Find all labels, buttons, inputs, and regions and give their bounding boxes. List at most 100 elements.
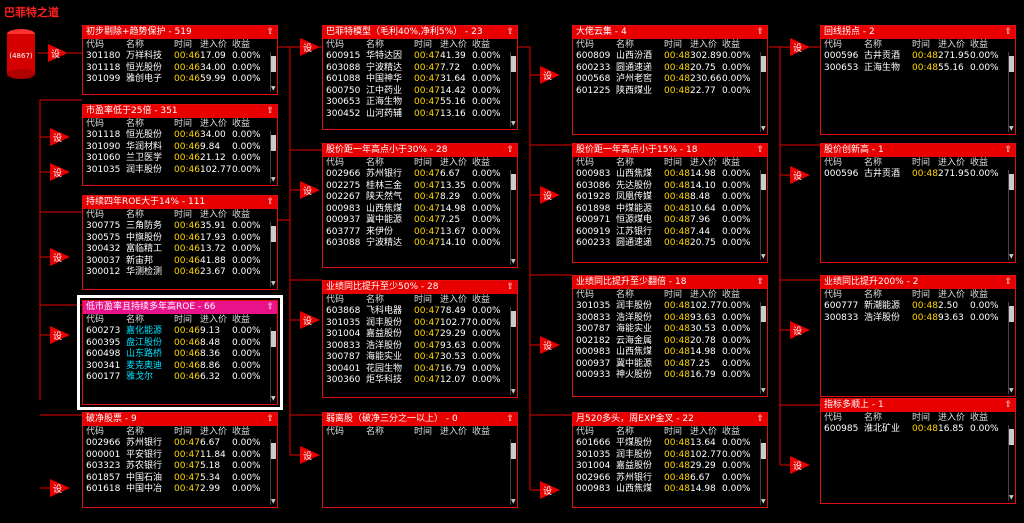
- filter-trigger[interactable]: 设: [48, 44, 68, 62]
- scroll-thumb[interactable]: [761, 306, 766, 322]
- database-icon[interactable]: (4867): [6, 28, 36, 80]
- column-header[interactable]: 代码: [576, 40, 595, 50]
- column-header[interactable]: 进入价: [690, 158, 718, 168]
- scroll-thumb[interactable]: [511, 443, 516, 459]
- scroll-down-icon[interactable]: ▼: [511, 120, 516, 127]
- column-header[interactable]: 时间: [912, 40, 931, 50]
- column-header[interactable]: 时间: [414, 40, 433, 50]
- scrollbar[interactable]: ▼: [760, 52, 766, 132]
- column-header[interactable]: 名称: [126, 40, 145, 50]
- collapse-icon[interactable]: ⇧: [756, 414, 764, 424]
- column-header[interactable]: 进入价: [690, 427, 718, 437]
- column-header[interactable]: 名称: [616, 40, 635, 50]
- scroll-down-icon[interactable]: ▼: [761, 387, 766, 394]
- scrollbar[interactable]: ▼: [1008, 170, 1014, 260]
- column-header[interactable]: 收益: [232, 210, 251, 220]
- scroll-down-icon[interactable]: ▼: [271, 395, 276, 402]
- panel-title-bar[interactable]: 破净股票 - 9⇧: [83, 413, 277, 426]
- scrollbar[interactable]: ▼: [510, 307, 516, 395]
- scroll-down-icon[interactable]: ▼: [511, 258, 516, 265]
- scrollbar[interactable]: ▼: [270, 52, 276, 92]
- scroll-down-icon[interactable]: ▼: [271, 280, 276, 287]
- column-header[interactable]: 名称: [864, 158, 883, 168]
- scrollbar[interactable]: ▼: [510, 170, 516, 265]
- column-header[interactable]: 名称: [126, 119, 145, 129]
- scroll-thumb[interactable]: [1009, 56, 1014, 72]
- column-header[interactable]: 时间: [174, 40, 193, 50]
- column-header[interactable]: 进入价: [200, 210, 228, 220]
- column-header[interactable]: 时间: [912, 290, 931, 300]
- filter-trigger[interactable]: 设: [300, 311, 320, 329]
- filter-trigger[interactable]: 设: [790, 38, 810, 56]
- scrollbar[interactable]: ▼: [760, 302, 766, 394]
- scroll-thumb[interactable]: [761, 56, 766, 72]
- scrollbar[interactable]: ▼: [510, 52, 516, 127]
- filter-trigger[interactable]: 设: [790, 456, 810, 474]
- column-header[interactable]: 收益: [722, 427, 741, 437]
- filter-trigger[interactable]: 设: [540, 186, 560, 204]
- column-header[interactable]: 代码: [326, 40, 345, 50]
- panel-title-bar[interactable]: 股价距一年高点小于15% - 18⇧: [573, 144, 767, 157]
- filter-trigger[interactable]: 设: [300, 38, 320, 56]
- panel-title-bar[interactable]: 持续四年ROE大于14% - 111⇧: [83, 196, 277, 209]
- column-header[interactable]: 收益: [970, 158, 989, 168]
- scroll-thumb[interactable]: [511, 311, 516, 327]
- scrollbar[interactable]: ▼: [760, 170, 766, 260]
- collapse-icon[interactable]: ⇧: [266, 197, 274, 207]
- scrollbar[interactable]: ▼: [760, 439, 766, 505]
- column-header[interactable]: 时间: [664, 290, 683, 300]
- scroll-down-icon[interactable]: ▼: [511, 388, 516, 395]
- column-header[interactable]: 时间: [664, 40, 683, 50]
- column-header[interactable]: 名称: [126, 315, 145, 325]
- column-header[interactable]: 进入价: [690, 290, 718, 300]
- panel-title-bar[interactable]: 低市盈率且持续多年高ROE - 66⇧: [83, 301, 277, 314]
- column-header[interactable]: 代码: [326, 295, 345, 305]
- filter-trigger[interactable]: 设: [300, 446, 320, 464]
- filter-trigger[interactable]: 设: [50, 128, 70, 146]
- column-header[interactable]: 收益: [722, 290, 741, 300]
- scroll-down-icon[interactable]: ▼: [761, 253, 766, 260]
- filter-trigger[interactable]: 设: [300, 181, 320, 199]
- collapse-icon[interactable]: ⇧: [506, 282, 514, 292]
- scroll-down-icon[interactable]: ▼: [1009, 494, 1014, 501]
- column-header[interactable]: 时间: [414, 295, 433, 305]
- column-header[interactable]: 时间: [174, 119, 193, 129]
- filter-trigger[interactable]: 设: [50, 326, 70, 344]
- scroll-thumb[interactable]: [271, 56, 276, 72]
- column-header[interactable]: 名称: [366, 40, 385, 50]
- column-header[interactable]: 进入价: [440, 158, 468, 168]
- panel-title-bar[interactable]: 巴菲特模型（毛利40%,净利5%） - 23⇧: [323, 26, 517, 39]
- column-header[interactable]: 时间: [414, 427, 433, 437]
- column-header[interactable]: 进入价: [440, 427, 468, 437]
- scroll-thumb[interactable]: [1009, 429, 1014, 445]
- column-header[interactable]: 时间: [174, 427, 193, 437]
- column-header[interactable]: 代码: [86, 40, 105, 50]
- panel-title-bar[interactable]: 初步剔除+趋势保护 - 519⇧: [83, 26, 277, 39]
- panel-title-bar[interactable]: 弱离股（破净三分之一以上） - 0⇧: [323, 413, 517, 426]
